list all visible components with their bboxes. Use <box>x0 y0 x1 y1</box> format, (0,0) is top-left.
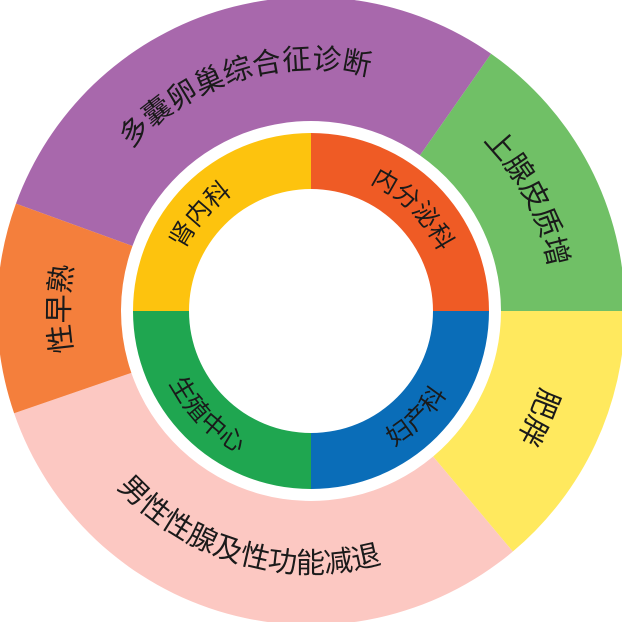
outer-label-precocious-puberty: 性早熟 <box>42 262 80 355</box>
outer-segment-precocious-puberty <box>0 203 133 414</box>
outer-segment-pcos <box>15 0 492 247</box>
inner-segment-endocrinology <box>311 133 489 311</box>
outer-segment-adrenal-hyperplasia <box>419 53 622 311</box>
inner-segment-reproductive-center <box>133 311 311 489</box>
inner-segment-obstetrics-gynecology <box>311 311 489 489</box>
outer-segment-male-hypogonadism <box>14 372 513 622</box>
outer-segment-obesity <box>433 311 622 552</box>
inner-segment-nephrology <box>133 133 311 311</box>
